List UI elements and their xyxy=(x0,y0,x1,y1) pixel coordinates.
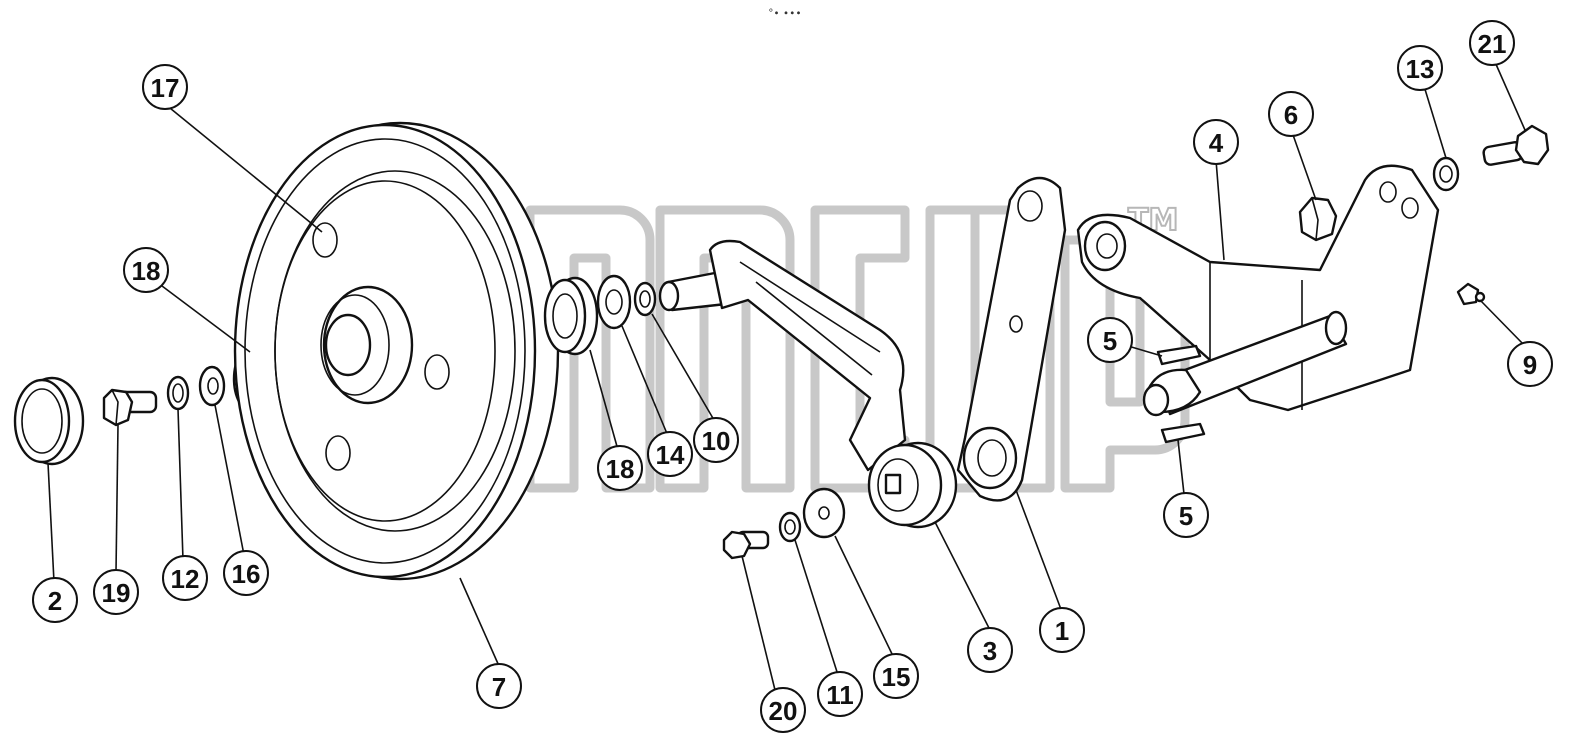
svg-text:10: 10 xyxy=(702,426,731,456)
shaft xyxy=(1142,310,1348,417)
svg-text:7: 7 xyxy=(492,672,506,702)
washer-part-14 xyxy=(596,274,632,330)
svg-text:4: 4 xyxy=(1209,128,1224,158)
bolt-part-19 xyxy=(102,388,158,427)
callout-10: 10 xyxy=(693,417,739,463)
svg-text:3: 3 xyxy=(983,636,997,666)
callout-19: 19 xyxy=(93,569,139,615)
bolt-part-21 xyxy=(1482,124,1550,166)
callout-5-upper: 5 xyxy=(1087,317,1133,363)
callout-2: 2 xyxy=(32,577,78,623)
lock-washer-part-11 xyxy=(778,511,802,543)
svg-text:21: 21 xyxy=(1478,29,1507,59)
callout-18-left: 18 xyxy=(123,247,169,293)
wheel-part-7 xyxy=(233,121,560,581)
svg-text:18: 18 xyxy=(132,256,161,286)
header-mark: °∙ ∙∙∙ xyxy=(768,8,801,19)
svg-text:1: 1 xyxy=(1055,616,1069,646)
dust-cap-part-2 xyxy=(13,376,85,466)
svg-text:15: 15 xyxy=(882,662,911,692)
svg-text:13: 13 xyxy=(1406,54,1435,84)
flat-washer-part-15 xyxy=(802,487,846,539)
nut-part-6 xyxy=(1298,196,1338,242)
grease-nipple-part-9 xyxy=(1456,282,1486,306)
callout-7: 7 xyxy=(476,663,522,709)
svg-text:20: 20 xyxy=(769,696,798,726)
bearing-part-18-right xyxy=(543,276,599,356)
callout-5-lower: 5 xyxy=(1163,492,1209,538)
svg-text:9: 9 xyxy=(1523,350,1537,380)
svg-text:11: 11 xyxy=(826,680,854,710)
svg-text:16: 16 xyxy=(232,559,261,589)
callout-4: 4 xyxy=(1193,119,1239,165)
collar-part-3 xyxy=(867,441,958,529)
lock-washer-part-13 xyxy=(1432,156,1460,192)
callout-18-right: 18 xyxy=(597,445,643,491)
link-plate-part-1 xyxy=(956,176,1067,502)
callout-17: 17 xyxy=(142,64,188,110)
bolt-part-20 xyxy=(722,530,770,560)
svg-text:12: 12 xyxy=(171,564,200,594)
svg-text:6: 6 xyxy=(1284,100,1298,130)
callout-15: 15 xyxy=(873,653,919,699)
callout-12: 12 xyxy=(162,555,208,601)
svg-text:5: 5 xyxy=(1179,501,1193,531)
svg-text:2: 2 xyxy=(48,586,62,616)
svg-text:19: 19 xyxy=(102,578,131,608)
key-part-5-upper xyxy=(1156,344,1202,366)
callout-3: 3 xyxy=(967,627,1013,673)
svg-text:5: 5 xyxy=(1103,326,1117,356)
flat-washer-part-16 xyxy=(198,365,226,407)
callout-14: 14 xyxy=(647,431,693,477)
spacer-part-10 xyxy=(633,281,657,317)
svg-text:14: 14 xyxy=(656,440,685,470)
lock-washer-part-12 xyxy=(166,375,190,411)
svg-text:18: 18 xyxy=(606,454,635,484)
key-part-5-lower xyxy=(1160,422,1206,444)
wheel-arm xyxy=(658,239,907,472)
callout-6: 6 xyxy=(1268,91,1314,137)
svg-text:17: 17 xyxy=(151,73,180,103)
callout-9: 9 xyxy=(1507,341,1553,387)
callout-20: 20 xyxy=(760,687,806,733)
callout-21: 21 xyxy=(1469,20,1515,66)
bracket-part-4 xyxy=(1076,164,1440,412)
callout-16: 16 xyxy=(223,550,269,596)
leader-lines xyxy=(47,61,1526,691)
callout-13: 13 xyxy=(1397,45,1443,91)
callout-11: 11 xyxy=(817,671,863,717)
callout-1: 1 xyxy=(1039,607,1085,653)
